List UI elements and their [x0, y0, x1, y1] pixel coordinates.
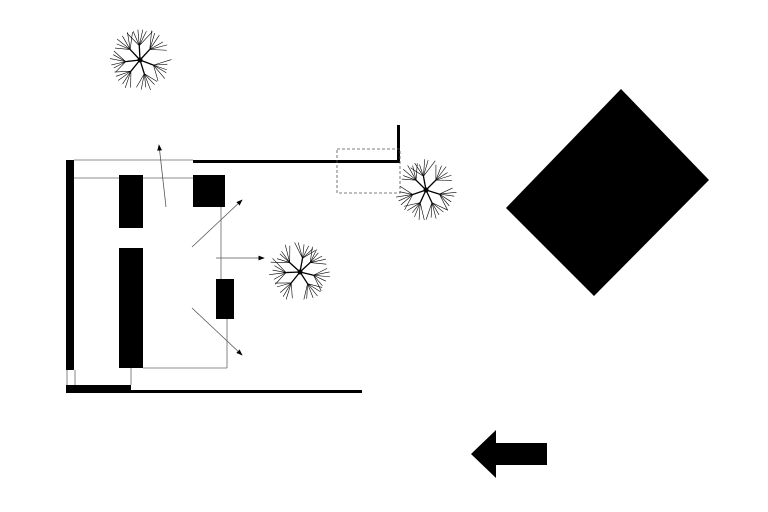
tree-icon [396, 159, 457, 221]
view-arrow-north [157, 144, 167, 208]
northeast-wall [397, 125, 400, 163]
view-arrow-southeast [191, 307, 243, 356]
south-wall-thin [131, 390, 362, 393]
block-1 [119, 175, 143, 228]
block-2 [119, 248, 143, 368]
tree-icon [269, 242, 331, 300]
north-wall [193, 160, 400, 163]
block-4 [216, 279, 234, 319]
west-wall [66, 160, 74, 370]
direction-arrow-icon [471, 430, 547, 478]
tree-icon [109, 29, 172, 91]
solid-blocks [119, 175, 234, 368]
view-arrow-northeast [191, 199, 243, 248]
trees [109, 29, 457, 300]
neighbor-building [506, 89, 709, 296]
view-arrows [157, 144, 265, 356]
block-3 [193, 175, 225, 207]
thin-outlines [66, 159, 228, 385]
building-walls [66, 125, 401, 393]
south-wall-thick [66, 385, 131, 393]
dashed-canopy [336, 148, 401, 194]
